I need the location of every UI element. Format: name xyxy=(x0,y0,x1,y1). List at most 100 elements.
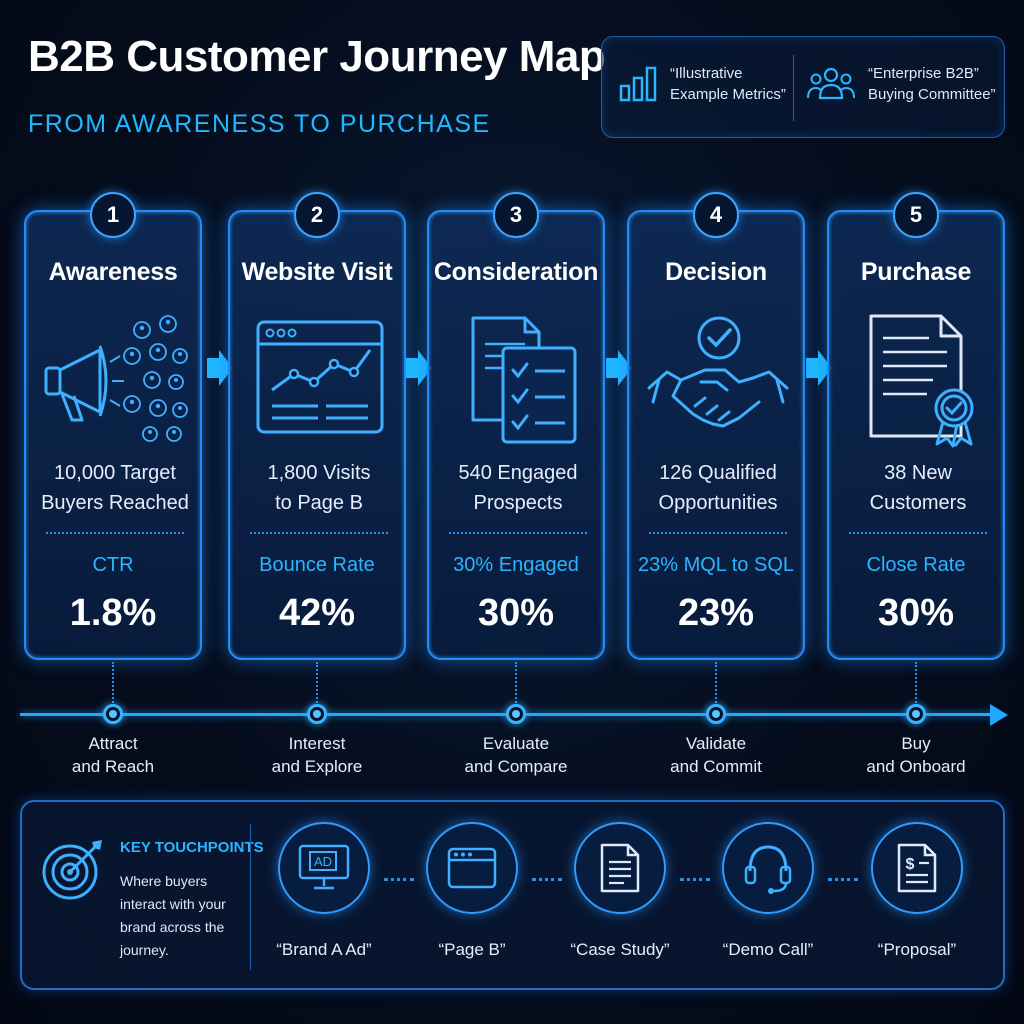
phase-label-line2: and Compare xyxy=(464,757,568,776)
phase-label-line1: Interest xyxy=(288,734,346,753)
stage-metric-value: 42% xyxy=(278,592,356,634)
touchpoints-divider xyxy=(250,824,251,970)
timeline-node xyxy=(307,704,327,724)
touchpoint-label: “Brand A Ad” xyxy=(276,940,372,959)
legend-item-committee: “Enterprise B2B” Buying Committee” xyxy=(806,63,996,105)
dotted-divider xyxy=(649,532,787,534)
stage-stat-line2: to Page B xyxy=(275,492,363,514)
timeline-node xyxy=(506,704,526,724)
ad-text: AD xyxy=(314,854,332,869)
stage-metric-label: 23% MQL to SQL xyxy=(638,554,794,576)
stage-stat-line2: Buyers Reached xyxy=(41,492,189,514)
touchpoint-label: “Proposal” xyxy=(877,940,957,959)
stage-number: 4 xyxy=(693,192,739,238)
page-title: B2B Customer Journey Map xyxy=(28,32,606,81)
arrow-right-icon xyxy=(205,348,235,388)
legend-committee-line2: Buying Committee” xyxy=(868,86,996,103)
timeline-connector xyxy=(515,662,517,706)
stage-metric-label: 30% Engaged xyxy=(453,554,579,576)
stage-number: 1 xyxy=(90,192,136,238)
timeline-connector xyxy=(316,662,318,706)
timeline-node xyxy=(103,704,123,724)
contract-icon xyxy=(843,310,993,448)
phase-label: Validate and Commit xyxy=(626,732,806,778)
timeline-connector xyxy=(715,662,717,706)
monitor-ad-icon: AD xyxy=(298,844,350,890)
bar-chart-icon xyxy=(618,64,658,104)
legend-metrics-line2: Example Metrics” xyxy=(670,86,786,103)
target-icon xyxy=(40,836,106,902)
stage-stat: 38 New Customers xyxy=(833,458,1003,518)
group-icon xyxy=(806,64,856,104)
stage-stat-line2: Prospects xyxy=(473,492,563,514)
dotted-divider xyxy=(250,532,388,534)
stage-number: 2 xyxy=(294,192,340,238)
touchpoint-case-study xyxy=(574,822,666,914)
touchpoint-connector xyxy=(384,878,414,881)
checklist-documents-icon xyxy=(443,310,593,448)
phase-label-line1: Evaluate xyxy=(482,734,550,753)
legend-box: “Illustrative Example Metrics” “Enterpri… xyxy=(601,36,1005,138)
stage-number: 3 xyxy=(493,192,539,238)
touchpoint-connector xyxy=(680,878,710,881)
timeline-connector xyxy=(915,662,917,706)
phase-label-line1: Attract xyxy=(88,734,138,753)
dotted-divider xyxy=(46,532,184,534)
stage-metric-label: CTR xyxy=(92,554,134,576)
handshake-icon xyxy=(643,310,793,448)
phase-label-line2: and Commit xyxy=(670,757,762,776)
stage-title: Consideration xyxy=(433,258,599,286)
touchpoint-label: “Demo Call” xyxy=(722,940,814,959)
stage-stat-line1: 38 New xyxy=(884,462,952,484)
headset-icon xyxy=(744,845,792,894)
stage-stat-line2: Opportunities xyxy=(658,492,778,514)
touchpoint-page-b xyxy=(426,822,518,914)
timeline-arrowhead xyxy=(990,704,1008,726)
touchpoint-connector xyxy=(828,878,858,881)
stage-card-consideration: 3 Consideration 540 Engaged Prospects xyxy=(427,192,605,660)
touchpoints-description: Where buyers interact with your brand ac… xyxy=(120,873,226,958)
stage-stat-line1: 540 Engaged xyxy=(458,462,578,484)
document-icon xyxy=(600,843,640,893)
phase-label: Attract and Reach xyxy=(23,732,203,778)
dotted-divider xyxy=(849,532,987,534)
touchpoint-proposal: $ xyxy=(871,822,963,914)
phase-label: Interest and Explore xyxy=(227,732,407,778)
stage-card-purchase: 5 Purchase 38 New Customers Close xyxy=(827,192,1005,660)
touchpoints-heading: KEY TOUCHPOINTS xyxy=(120,839,264,856)
arrow-right-icon xyxy=(604,348,634,388)
stage-stat-line1: 10,000 Target xyxy=(54,462,176,484)
stage-metric-value: 30% xyxy=(877,592,955,634)
timeline-node xyxy=(706,704,726,724)
megaphone-icon xyxy=(40,310,190,448)
phase-label: Buy and Onboard xyxy=(826,732,1006,778)
stage-title: Decision xyxy=(665,258,767,286)
arrow-right-icon xyxy=(404,348,434,388)
stage-title: Website Visit xyxy=(241,258,393,286)
touchpoints-panel: KEY TOUCHPOINTS Where buyers interact wi… xyxy=(20,800,1005,990)
timeline-connector xyxy=(112,662,114,706)
stage-card-decision: 4 Decision 126 Qualified Opportunities 2… xyxy=(627,192,805,660)
phase-label: Evaluate and Compare xyxy=(426,732,606,778)
phase-label-line1: Validate xyxy=(685,734,747,753)
stage-stat: 1,800 Visits to Page B xyxy=(234,458,404,518)
browser-chart-icon xyxy=(244,310,394,448)
legend-divider xyxy=(793,55,794,121)
dotted-divider xyxy=(449,532,587,534)
stage-metric-label: Close Rate xyxy=(866,554,966,576)
stage-card-website-visit: 2 Website Visit 1,800 Visits to Page B B… xyxy=(228,192,406,660)
invoice-icon: $ xyxy=(897,843,937,893)
page-subtitle: FROM AWARENESS TO PURCHASE xyxy=(28,110,491,138)
legend-item-metrics: “Illustrative Example Metrics” xyxy=(618,63,786,105)
stage-card-awareness: 1 Awareness xyxy=(24,192,202,660)
dollar-sign: $ xyxy=(906,856,915,873)
stage-number: 5 xyxy=(893,192,939,238)
stage-metric-value: 30% xyxy=(477,592,555,634)
legend-metrics-line1: “Illustrative xyxy=(670,65,743,82)
stage-stat-line1: 1,800 Visits xyxy=(267,462,371,484)
stage-stat: 540 Engaged Prospects xyxy=(433,458,603,518)
phase-label-line1: Buy xyxy=(901,734,931,753)
touchpoint-label: “Case Study” xyxy=(570,940,670,959)
timeline-node xyxy=(906,704,926,724)
stage-stat-line1: 126 Qualified xyxy=(659,462,777,484)
